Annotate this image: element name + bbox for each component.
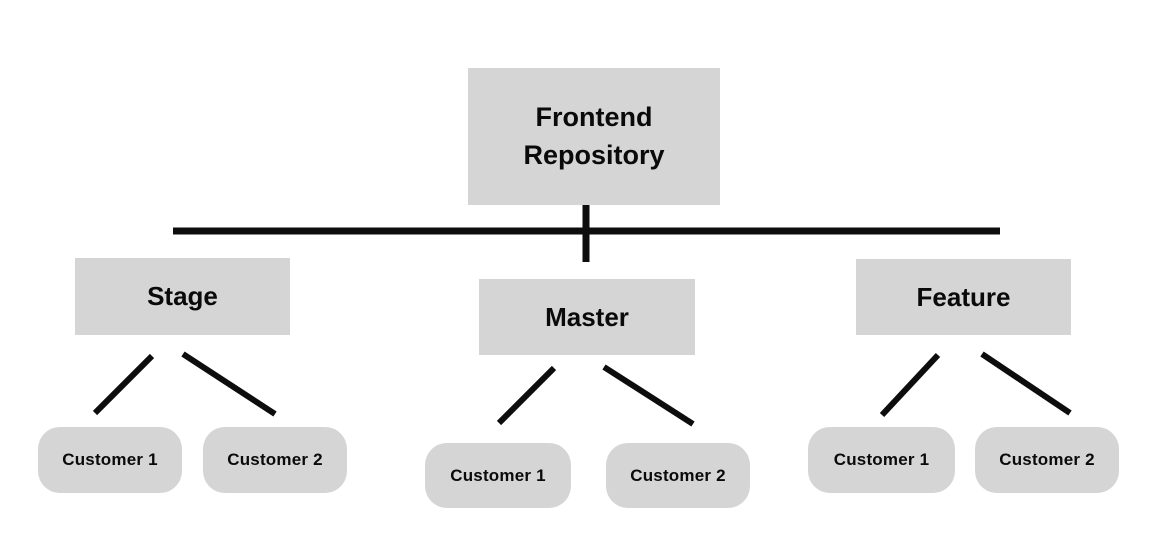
node-stage-customer-1-label: Customer 1 xyxy=(62,450,158,469)
node-master: Master xyxy=(479,279,695,355)
feature-customer1-edge xyxy=(879,352,941,418)
node-master-customer-2-label: Customer 2 xyxy=(630,465,726,485)
node-stage-customer-2-label: Customer 2 xyxy=(227,450,323,469)
node-feature-customer-1: Customer 1 xyxy=(808,427,955,493)
stage-customer2-edge xyxy=(181,351,277,417)
node-master-label: Master xyxy=(545,301,629,332)
master-customer1-edge xyxy=(496,365,557,426)
node-frontend-repository: Frontend Repository xyxy=(468,68,720,205)
node-feature: Feature xyxy=(856,259,1071,335)
node-frontend-repository-label: Frontend Repository xyxy=(523,102,665,170)
feature-customer2-edge xyxy=(980,351,1072,416)
node-master-customer-1: Customer 1 xyxy=(425,443,571,508)
node-stage: Stage xyxy=(75,258,290,335)
node-feature-customer-2-label: Customer 2 xyxy=(999,450,1095,469)
node-master-customer-2: Customer 2 xyxy=(606,443,750,508)
node-master-customer-1-label: Customer 1 xyxy=(450,465,546,485)
node-feature-customer-1-label: Customer 1 xyxy=(833,450,930,469)
node-stage-customer-1: Customer 1 xyxy=(38,427,182,493)
node-feature-customer-2: Customer 2 xyxy=(975,427,1119,493)
node-stage-customer-2: Customer 2 xyxy=(203,427,347,493)
stage-customer1-edge xyxy=(92,353,155,416)
node-stage-label: Stage xyxy=(147,281,218,311)
master-customer2-edge xyxy=(602,364,695,427)
node-feature-label: Feature xyxy=(916,281,1011,312)
